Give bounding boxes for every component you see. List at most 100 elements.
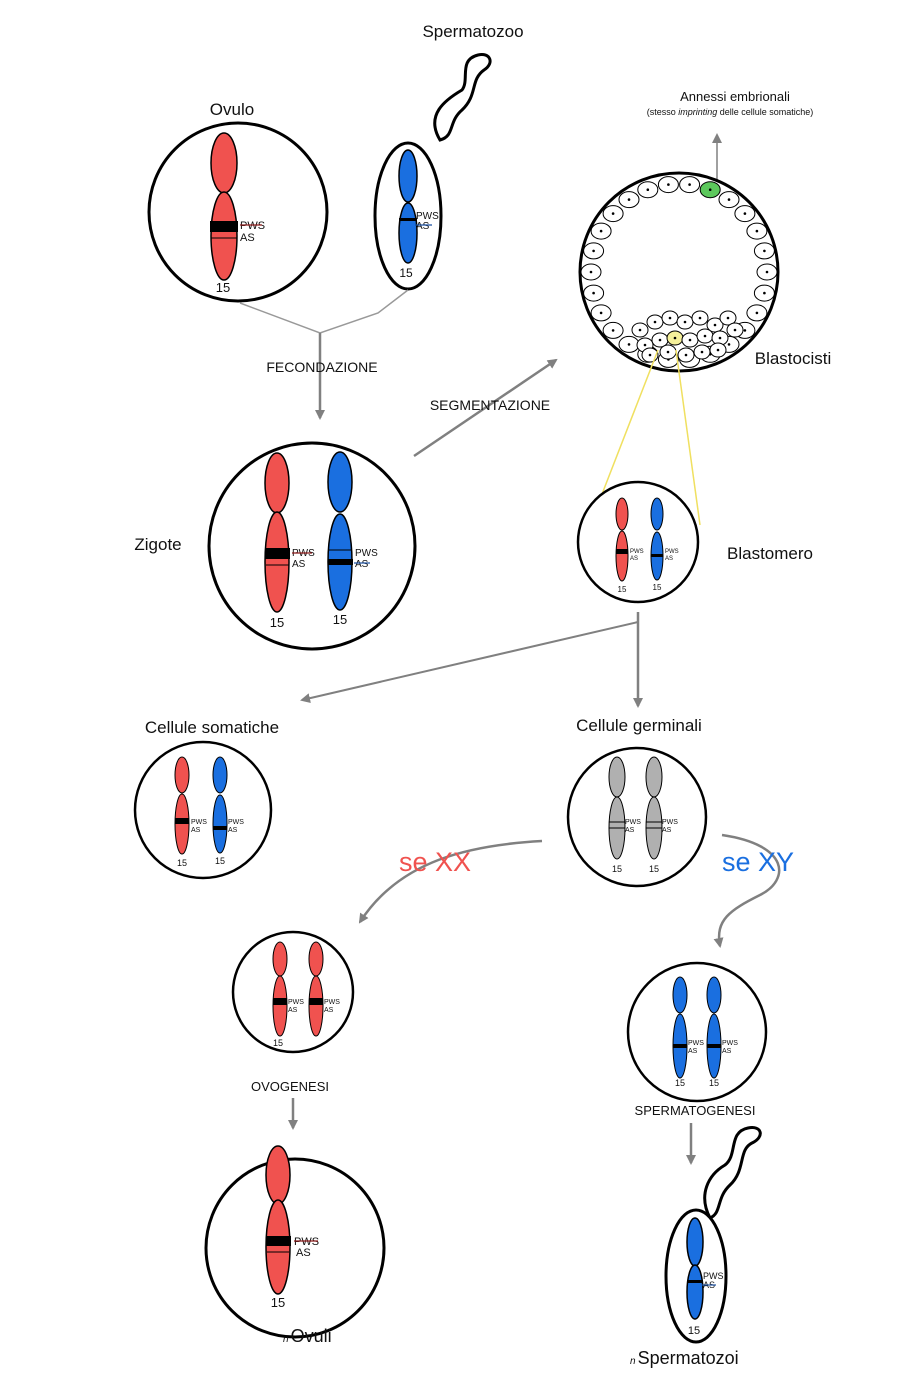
spermatogenesi-1-number: 15 (675, 1078, 685, 1088)
ovuli-chromosome: PWS AS 15 (265, 1145, 319, 1310)
zigote-paternal-number: 15 (333, 612, 347, 627)
cell-nucleus (743, 329, 747, 332)
blastomero-maternal-pws: PWS (630, 549, 644, 555)
somatiche-maternal-as: AS (191, 827, 201, 834)
se-xy-label: se XY (722, 847, 794, 877)
ovulo-as: AS (240, 232, 255, 244)
cell-nucleus (611, 329, 615, 332)
cell-nucleus (666, 350, 670, 354)
spermatogenesi-2-as: AS (722, 1048, 732, 1055)
spermatogenesi-2-pws: PWS (722, 1040, 738, 1047)
cell-nucleus (716, 348, 720, 352)
spermatogenesi-1-as: AS (688, 1048, 698, 1055)
segmentazione-label: SEGMENTAZIONE (430, 397, 550, 413)
ovuli-cell (204, 1157, 386, 1339)
spermatozoi-tail (703, 1126, 762, 1220)
ovulo-number: 15 (216, 280, 230, 295)
ovulo-pws: PWS (240, 220, 265, 232)
cell-nucleus (698, 316, 702, 320)
germinali-1-as: AS (625, 827, 635, 834)
zigote-maternal-number: 15 (270, 615, 284, 630)
cell-nucleus (646, 188, 650, 191)
zigote-maternal-chromosome: PWS AS 15 (264, 452, 315, 630)
cell-nucleus (718, 336, 722, 340)
segmentazione-arrow (413, 358, 558, 458)
annessi-title: Annessi embrionali (680, 89, 790, 104)
ovogenesi-cell (231, 930, 355, 1054)
spermatozoo-as: AS (416, 221, 430, 232)
blastomero-label: Blastomero (727, 544, 813, 563)
ovogenesi-1-as: AS (288, 1007, 298, 1014)
ovulo-chromosome: PWS AS 15 (210, 132, 265, 295)
somatiche-maternal-pws: PWS (191, 819, 207, 826)
blastomero-maternal-as: AS (630, 556, 638, 562)
spermatozoi-chromosome: PWS AS 15 (686, 1217, 724, 1337)
spermatogenesi-2-number: 15 (709, 1078, 719, 1088)
ovogenesi-2-pws: PWS (324, 999, 340, 1006)
cell-nucleus (733, 328, 737, 332)
cell-nucleus (668, 316, 672, 320)
cell-nucleus (684, 353, 688, 357)
cell-nucleus (592, 249, 595, 253)
cell-nucleus (763, 291, 766, 295)
zigote-label: Zigote (134, 535, 181, 554)
cell-nucleus (688, 183, 691, 186)
blastomero-paternal-as: AS (665, 556, 673, 562)
cell-nucleus (703, 334, 707, 338)
cell-nucleus (683, 320, 687, 324)
zigote-paternal-chromosome: PWS AS 15 (327, 451, 378, 627)
cell-nucleus (673, 336, 677, 340)
cell-nucleus (755, 229, 759, 233)
cell-nucleus (700, 350, 704, 354)
blastocisti-cells (580, 176, 778, 368)
germinali-chromosomes: PWS AS 15 PWS AS 15 (608, 756, 678, 874)
germinali-2-pws: PWS (662, 819, 678, 826)
cell-nucleus (611, 212, 615, 215)
ovogenesi-2-as: AS (324, 1007, 334, 1014)
somatiche-chromosomes: PWS AS 15 PWS AS 15 (174, 756, 244, 868)
blastomero-chromosomes: PWS AS 15 PWS AS 15 (615, 497, 679, 594)
cell-nucleus (592, 291, 595, 295)
zigote-paternal-pws: PWS (355, 548, 378, 559)
annessi-subtitle: (stesso imprinting delle cellule somatic… (647, 107, 814, 117)
spermatogenesi-1-pws: PWS (688, 1040, 704, 1047)
spermatozoo-tail (433, 53, 492, 142)
ovuli-pws: PWS (294, 1236, 319, 1248)
spermatozoi-pws: PWS (703, 1271, 724, 1281)
cell-nucleus (765, 270, 769, 274)
cell-nucleus (688, 338, 692, 342)
spermatogenesi-chromosomes: PWS AS 15 PWS AS 15 (672, 976, 738, 1088)
cell-nucleus (755, 311, 759, 315)
germinali-2-number: 15 (649, 864, 659, 874)
se-xx-label: se XX (399, 847, 471, 877)
cell-nucleus (643, 343, 647, 347)
somatiche-maternal-number: 15 (177, 858, 187, 868)
ovuli-number: 15 (271, 1295, 285, 1310)
zigote-paternal-as: AS (355, 559, 369, 570)
cell-nucleus (658, 338, 662, 342)
germinali-1-pws: PWS (625, 819, 641, 826)
spermatozoi-number: 15 (688, 1325, 700, 1337)
blastomero-cell (576, 480, 700, 604)
germinali-1-number: 15 (612, 864, 622, 874)
cell-nucleus (727, 198, 731, 201)
arrow-se-xy (713, 833, 781, 948)
somatiche-paternal-number: 15 (215, 856, 225, 866)
fusion-lines (239, 289, 409, 334)
cell-nucleus (638, 328, 642, 332)
spermatogenesi-label: SPERMATOGENESI (635, 1103, 756, 1118)
ovulo-label: Ovulo (210, 100, 254, 119)
blastocisti-label: Blastocisti (755, 349, 832, 368)
cell-nucleus (727, 343, 731, 346)
ovogenesi-label: OVOGENESI (251, 1079, 329, 1094)
cell-nucleus (627, 198, 631, 201)
cell-nucleus (763, 249, 766, 253)
germinali-cell (566, 746, 708, 888)
blastomero-paternal-number: 15 (653, 583, 662, 592)
ovuli-as: AS (296, 1247, 311, 1259)
spermatozoo-pws: PWS (416, 211, 439, 222)
somatiche-cell (133, 740, 273, 880)
